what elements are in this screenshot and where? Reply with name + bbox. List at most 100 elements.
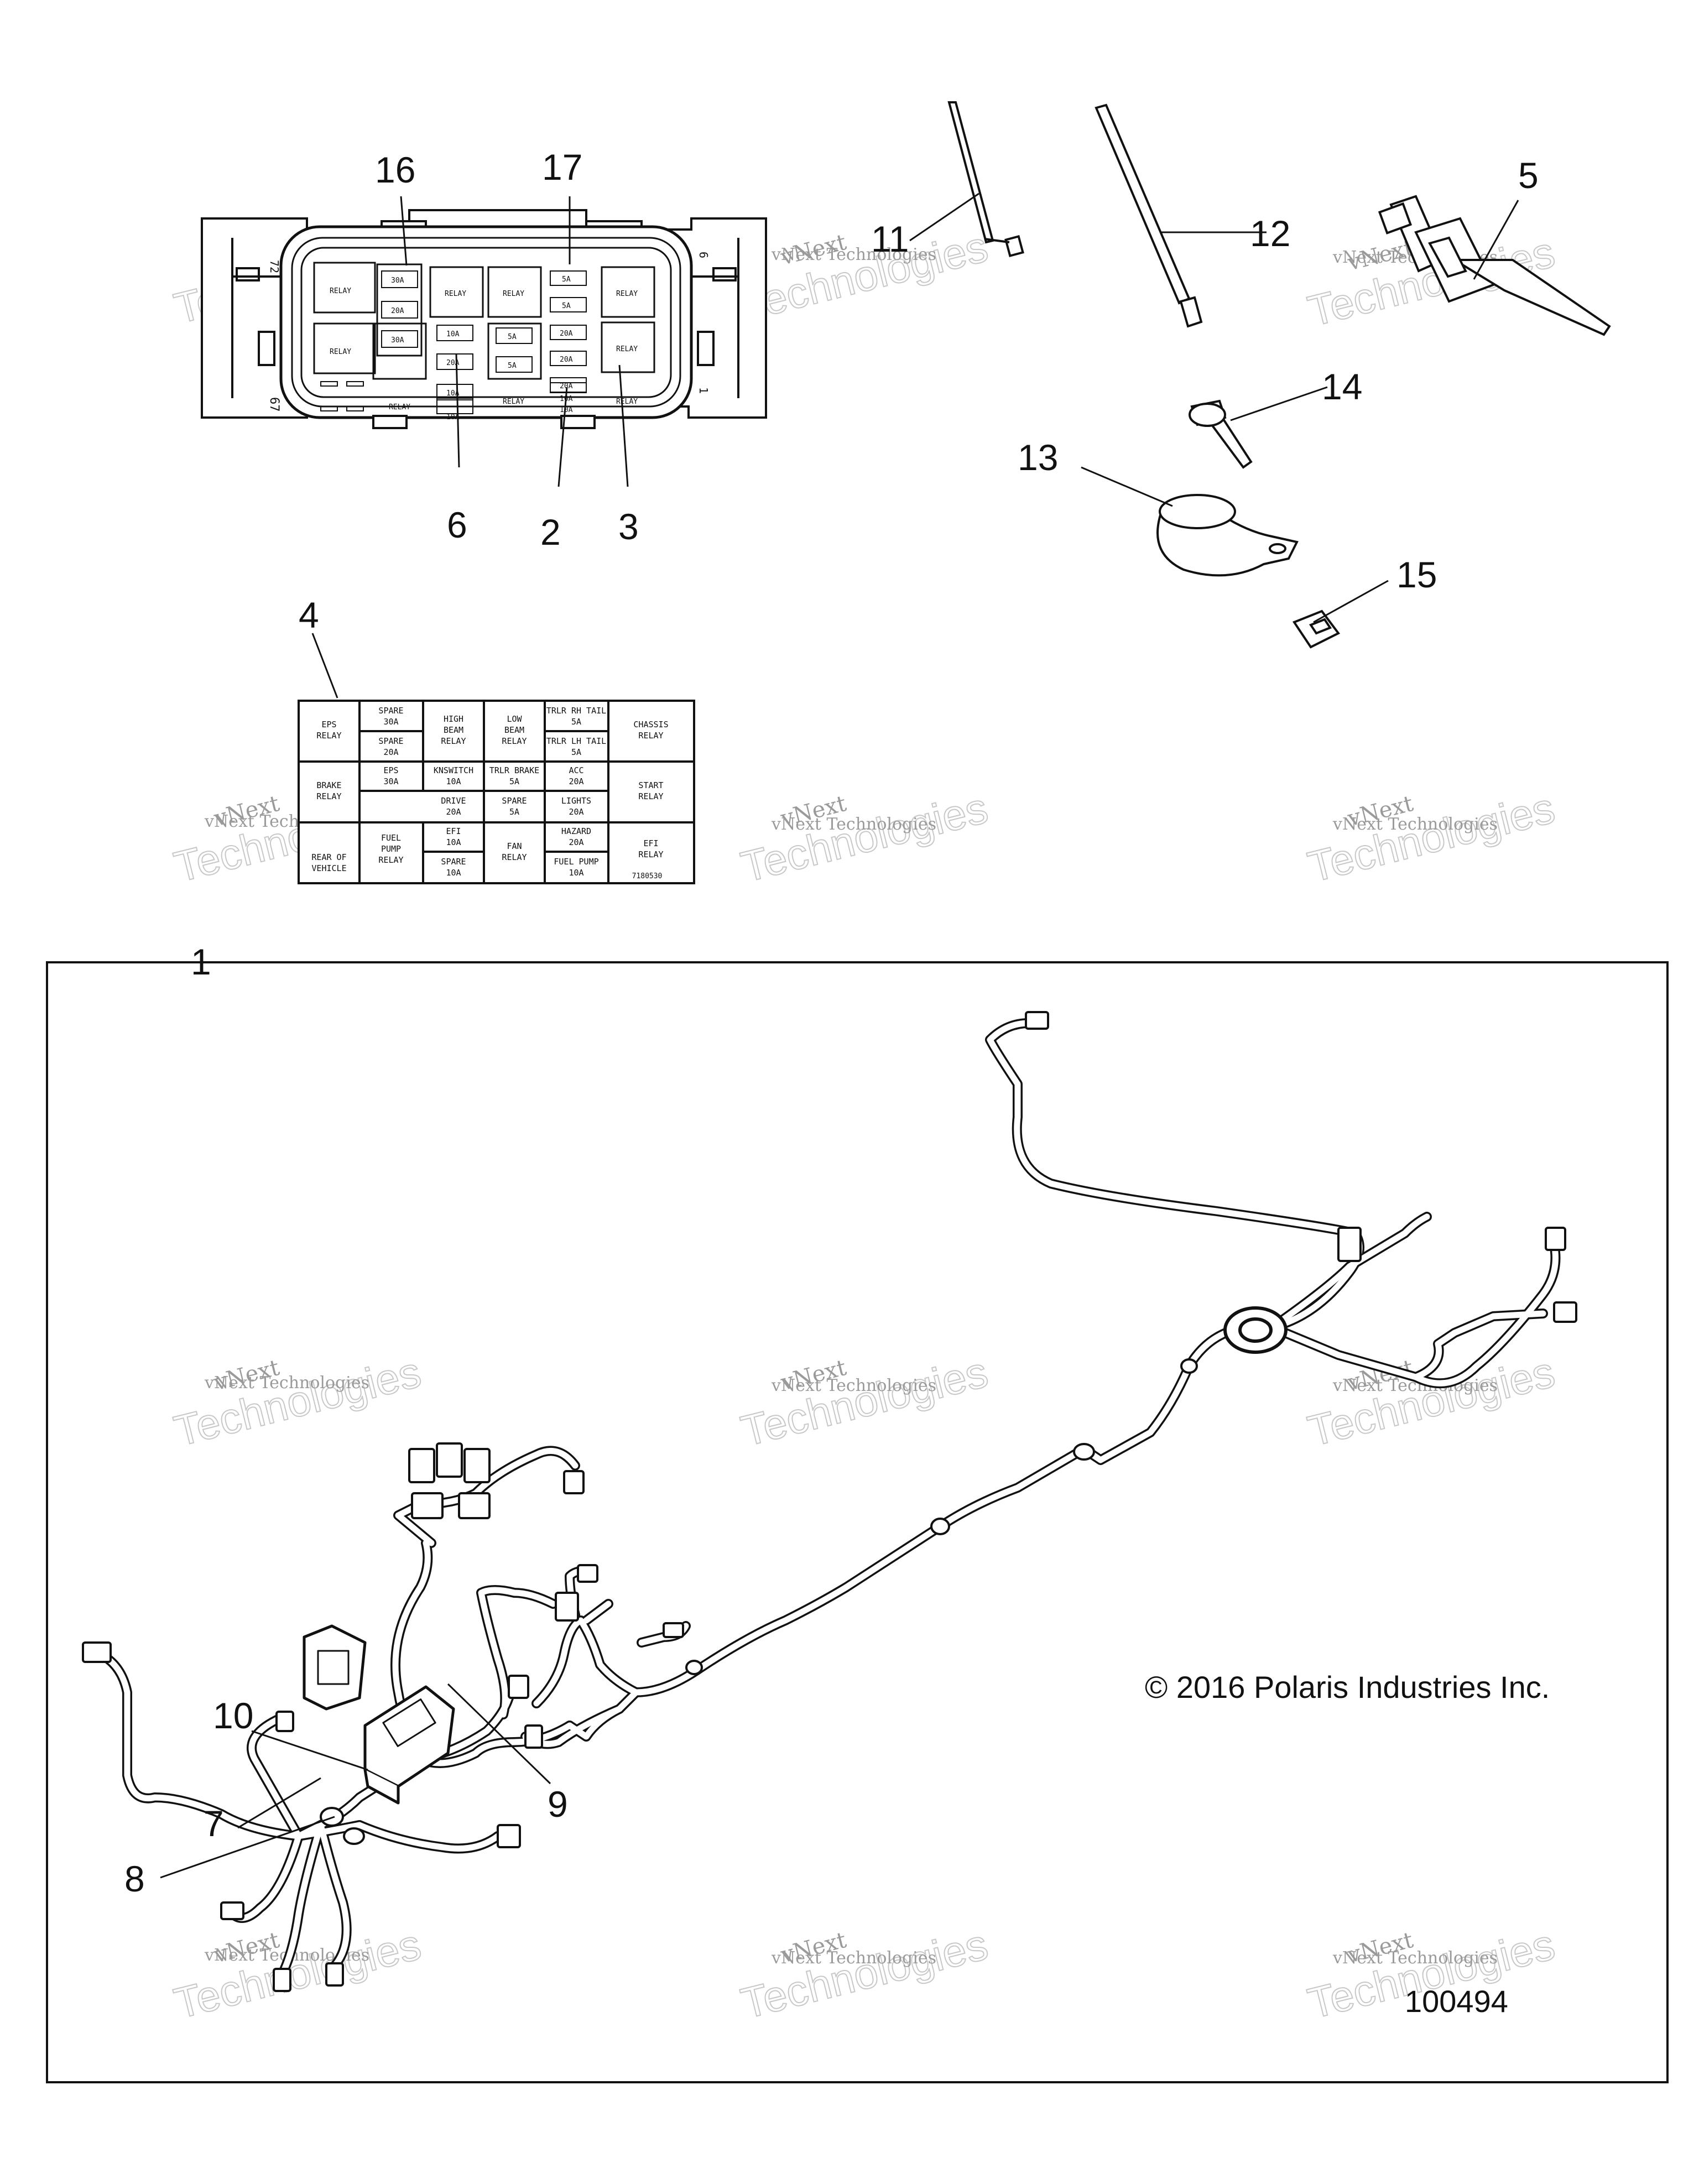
svg-text:RELAY: RELAY [638,791,663,801]
fuse-value: 20A [560,356,573,364]
svg-text:SPARE: SPARE [378,736,403,746]
label-part-number: 7180530 [632,872,663,880]
svg-text:TRLR BRAKE: TRLR BRAKE [489,765,539,775]
cable-tie-11 [947,101,1024,258]
svg-text:BEAM: BEAM [444,725,463,735]
callouts: 16 17 6 2 3 11 12 5 14 13 15 4 1 10 7 8 … [124,147,1539,1899]
callout-4: 4 [299,595,319,635]
relay-label: RELAY [616,290,638,298]
svg-text:EFI: EFI [446,826,461,836]
svg-text:10A: 10A [446,837,461,847]
svg-text:LOW: LOW [507,714,522,724]
svg-text:RELAY: RELAY [378,855,403,865]
callout-11: 11 [871,218,909,259]
svg-text:5A: 5A [571,747,581,757]
callout-5: 5 [1518,155,1539,196]
callout-10: 10 [213,1695,253,1736]
svg-text:PUMP: PUMP [381,844,401,854]
svg-text:RELAY: RELAY [638,849,663,859]
callout-15: 15 [1396,554,1437,595]
fuse-value: 20A [560,330,573,338]
watermark-text: vNext Technologies [1332,815,1498,834]
fuse-box [201,209,767,429]
callout-2: 2 [540,512,561,552]
svg-text:5A: 5A [509,776,519,786]
svg-text:20A: 20A [569,837,583,847]
callout-17: 17 [542,147,582,187]
fuse-value: 5A [508,362,517,370]
svg-text:Technologies: Technologies [169,1347,425,1456]
svg-text:RELAY: RELAY [441,736,466,746]
fuse-value: 30A [391,277,404,285]
clip-15 [1292,609,1341,649]
svg-text:Technologies: Technologies [736,783,992,892]
svg-text:VEHICLE: VEHICLE [311,863,346,873]
fuse-value: 10A [446,413,460,421]
fuse-value: 10A [560,406,573,414]
relay-label: RELAY [616,345,638,353]
pin-label-67: 67 [267,397,281,412]
callout-6: 6 [447,504,467,545]
watermark-text: vNext Technologies [771,245,936,264]
callout-8: 8 [124,1858,145,1899]
fuse-value: 5A [562,302,571,310]
fuse-label-text: EPS RELAY SPARE 30A SPARE 20A HIGH BEAM … [311,706,668,880]
harness-frame [46,961,1669,2083]
relay-label: RELAY [330,348,351,356]
fuse-value: 10A [446,389,460,398]
svg-text:5A: 5A [509,807,519,817]
svg-text:EFI: EFI [643,838,658,848]
svg-text:SPARE: SPARE [378,706,403,716]
svg-text:5A: 5A [571,717,581,727]
svg-text:10A: 10A [569,868,583,878]
fuse-value: 10A [446,330,460,338]
clamp-13 [1156,494,1299,577]
svg-text:Technologies: Technologies [1303,783,1559,892]
relay-label: RELAY [616,398,638,406]
callout-1: 1 [191,941,211,982]
fuse-value: 30A [391,336,404,345]
svg-text:Technologies: Technologies [736,1920,992,2028]
pin-label-1: 1 [697,387,710,394]
svg-text:RELAY: RELAY [502,852,527,862]
svg-text:Technologies: Technologies [736,222,992,330]
relay-label: RELAY [503,398,524,406]
cable-tie-12 [1095,103,1203,328]
svg-text:ACC: ACC [569,765,583,775]
svg-text:HAZARD: HAZARD [561,826,591,836]
fuse-label-sticker [298,700,695,884]
callout-12: 12 [1250,213,1290,254]
svg-text:FUEL: FUEL [381,833,401,843]
svg-text:LIGHTS: LIGHTS [561,796,591,806]
fuse-column-2 [436,325,473,414]
relay-module-9 [363,1685,455,1805]
fuse-value: 20A [446,359,460,367]
fuse-value: 5A [562,275,571,284]
svg-text:FAN: FAN [507,841,522,851]
callout-14: 14 [1322,366,1362,407]
ecu-bracket [303,1624,367,1711]
svg-text:20A: 20A [569,776,583,786]
figure-number: 100494 [1405,1984,1508,2019]
svg-text:TRLR RH TAIL: TRLR RH TAIL [546,706,606,716]
svg-text:HIGH: HIGH [444,714,463,724]
svg-text:RELAY: RELAY [316,791,341,801]
bolt-14 [1189,399,1253,469]
fuse-column-3 [496,327,533,373]
svg-text:BEAM: BEAM [504,725,524,735]
svg-text:REAR OF: REAR OF [311,852,346,862]
relay-label: RELAY [503,290,524,298]
fuse-value: 5A [508,333,517,341]
svg-text:30A: 30A [383,776,398,786]
svg-text:RELAY: RELAY [316,731,341,741]
svg-text:START: START [638,780,663,790]
pin-label-72: 72 [268,260,281,273]
callout-7: 7 [204,1803,224,1844]
relay-array [313,262,655,380]
fuse-column-4 [550,270,587,393]
svg-text:RELAY: RELAY [502,736,527,746]
relay-label: RELAY [445,290,466,298]
svg-text:Technologies: Technologies [736,1347,992,1456]
svg-text:SPARE: SPARE [502,796,527,806]
